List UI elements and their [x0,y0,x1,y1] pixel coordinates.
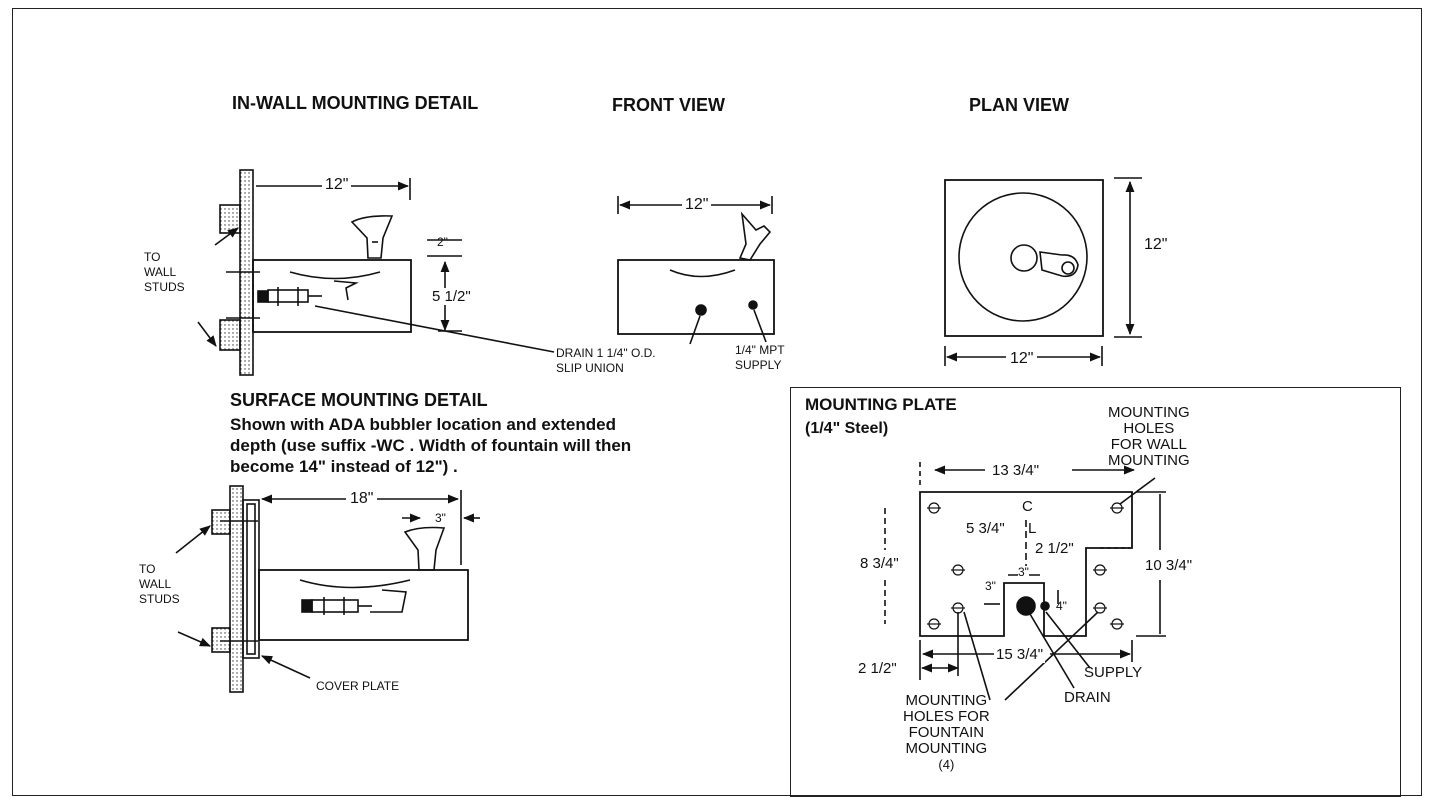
fountain-plan [944,179,1104,337]
dim-from-top: 5 3/4" [966,520,1005,537]
cl-c: C [1022,498,1033,515]
label-to-wall-studs-2: TO WALL STUDS [139,562,180,606]
bubbler [350,215,394,259]
label-drain: DRAIN 1 1/4" O.D. SLIP UNION [556,346,656,375]
plan-view-drawing [944,177,1142,366]
in-wall-detail-drawing [197,169,555,376]
dim-bottom-left: 2 1/2" [858,660,897,677]
label-cover-plate: COVER PLATE [316,679,400,693]
surface-note: Shown with ADA bubbler location and exte… [230,415,632,476]
dim-notch-left: 3" [985,579,996,593]
stud-block-2 [211,627,231,653]
dim-right-height: 10 3/4" [1145,557,1193,574]
cl-l: L [1028,520,1037,537]
surface-detail-drawing [175,485,480,693]
mounting-hole [927,502,1124,630]
dim-plan-width: 12" [1006,350,1038,369]
label-to-wall-studs: TO WALL STUDS [144,250,185,294]
drain-dot [695,304,707,316]
stud-block [219,319,241,351]
dim-notch-width: 3" [1018,565,1029,580]
drain-plan [1010,244,1038,272]
mounting-plate-drawing [884,462,1166,701]
drain-union [267,289,309,303]
dim-notch-depth: 4" [1056,599,1067,613]
dim-in-wall-width: 12" [322,176,352,195]
stud-block-2 [211,509,231,535]
dim-plan-height: 12" [1144,236,1168,253]
title-mounting-plate: MOUNTING PLATE [805,395,957,414]
dim-right-inset: 2 1/2" [1035,540,1074,557]
supply-hole [1040,601,1050,611]
drain-union-2 [311,599,359,613]
label-supply: 1/4" MPT SUPPLY [735,343,785,372]
title-front-view: FRONT VIEW [612,95,725,115]
supply-dot [748,300,758,310]
label-plate-drain: DRAIN [1064,689,1111,706]
bubbler-plan [1039,251,1079,278]
fountain-body [252,259,412,333]
wall-section-2 [229,485,244,693]
drawing-frame [12,8,1422,796]
bubbler-2 [403,526,446,571]
fountain-front [617,259,775,335]
label-fountain-holes: MOUNTING HOLES FOR FOUNTAIN MOUNTING (4) [903,692,990,773]
dim-surface-offset: 3" [435,511,446,525]
dim-plate-bottom-width: 15 3/4" [994,646,1046,664]
dim-top-gap: 2" [437,235,448,249]
subtitle-mounting-plate: (1/4" Steel) [805,420,889,437]
dim-plate-top-width: 13 3/4" [992,462,1040,479]
basin [958,192,1088,322]
title-in-wall: IN-WALL MOUNTING DETAIL [232,93,479,113]
drain-hole [1016,596,1036,616]
dim-front-width: 12" [682,196,712,215]
title-surface: SURFACE MOUNTING DETAIL [230,390,488,410]
label-wall-holes: MOUNTING HOLES FOR WALL MOUNTING [1108,404,1190,469]
bubbler-front [738,211,772,261]
front-view-drawing [617,196,775,345]
dim-in-wall-height: 5 1/2" [432,288,471,306]
dim-surface-width: 18" [346,490,378,509]
title-plan-view: PLAN VIEW [969,95,1070,115]
cover-plate [242,499,260,659]
label-plate-supply: SUPPLY [1084,664,1143,681]
mounting-plate-panel [790,387,1401,797]
fountain-body-2 [258,569,469,641]
dim-left-height: 8 3/4" [860,555,899,572]
